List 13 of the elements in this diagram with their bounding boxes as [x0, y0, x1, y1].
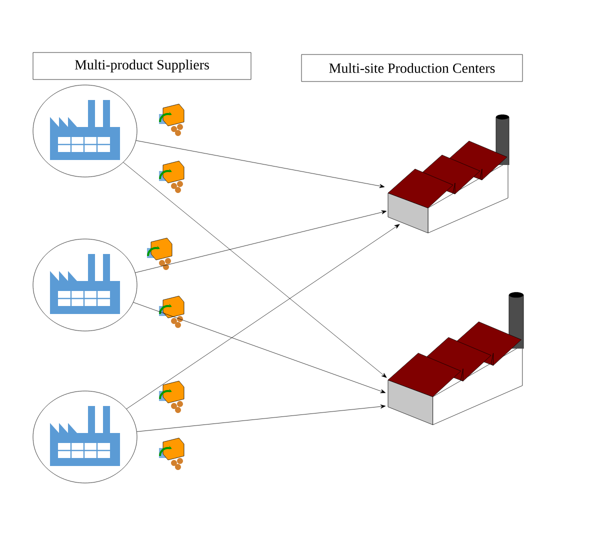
- arrow: [135, 210, 387, 273]
- production-plant-drawing: [388, 114, 510, 234]
- arrow: [136, 404, 386, 432]
- arrow: [123, 162, 387, 378]
- title-box: Multi-site Production Centers: [301, 54, 523, 82]
- supplier-factory-drawing: [32, 238, 138, 332]
- arrow: [136, 140, 385, 188]
- title-box: Multi-product Suppliers: [32, 52, 252, 80]
- arrow: [126, 224, 400, 410]
- supplier-factory-drawing: [32, 84, 138, 178]
- production-plant-drawing: [388, 292, 524, 425]
- supplier-factory-drawing: [32, 390, 138, 484]
- arrow: [133, 302, 386, 394]
